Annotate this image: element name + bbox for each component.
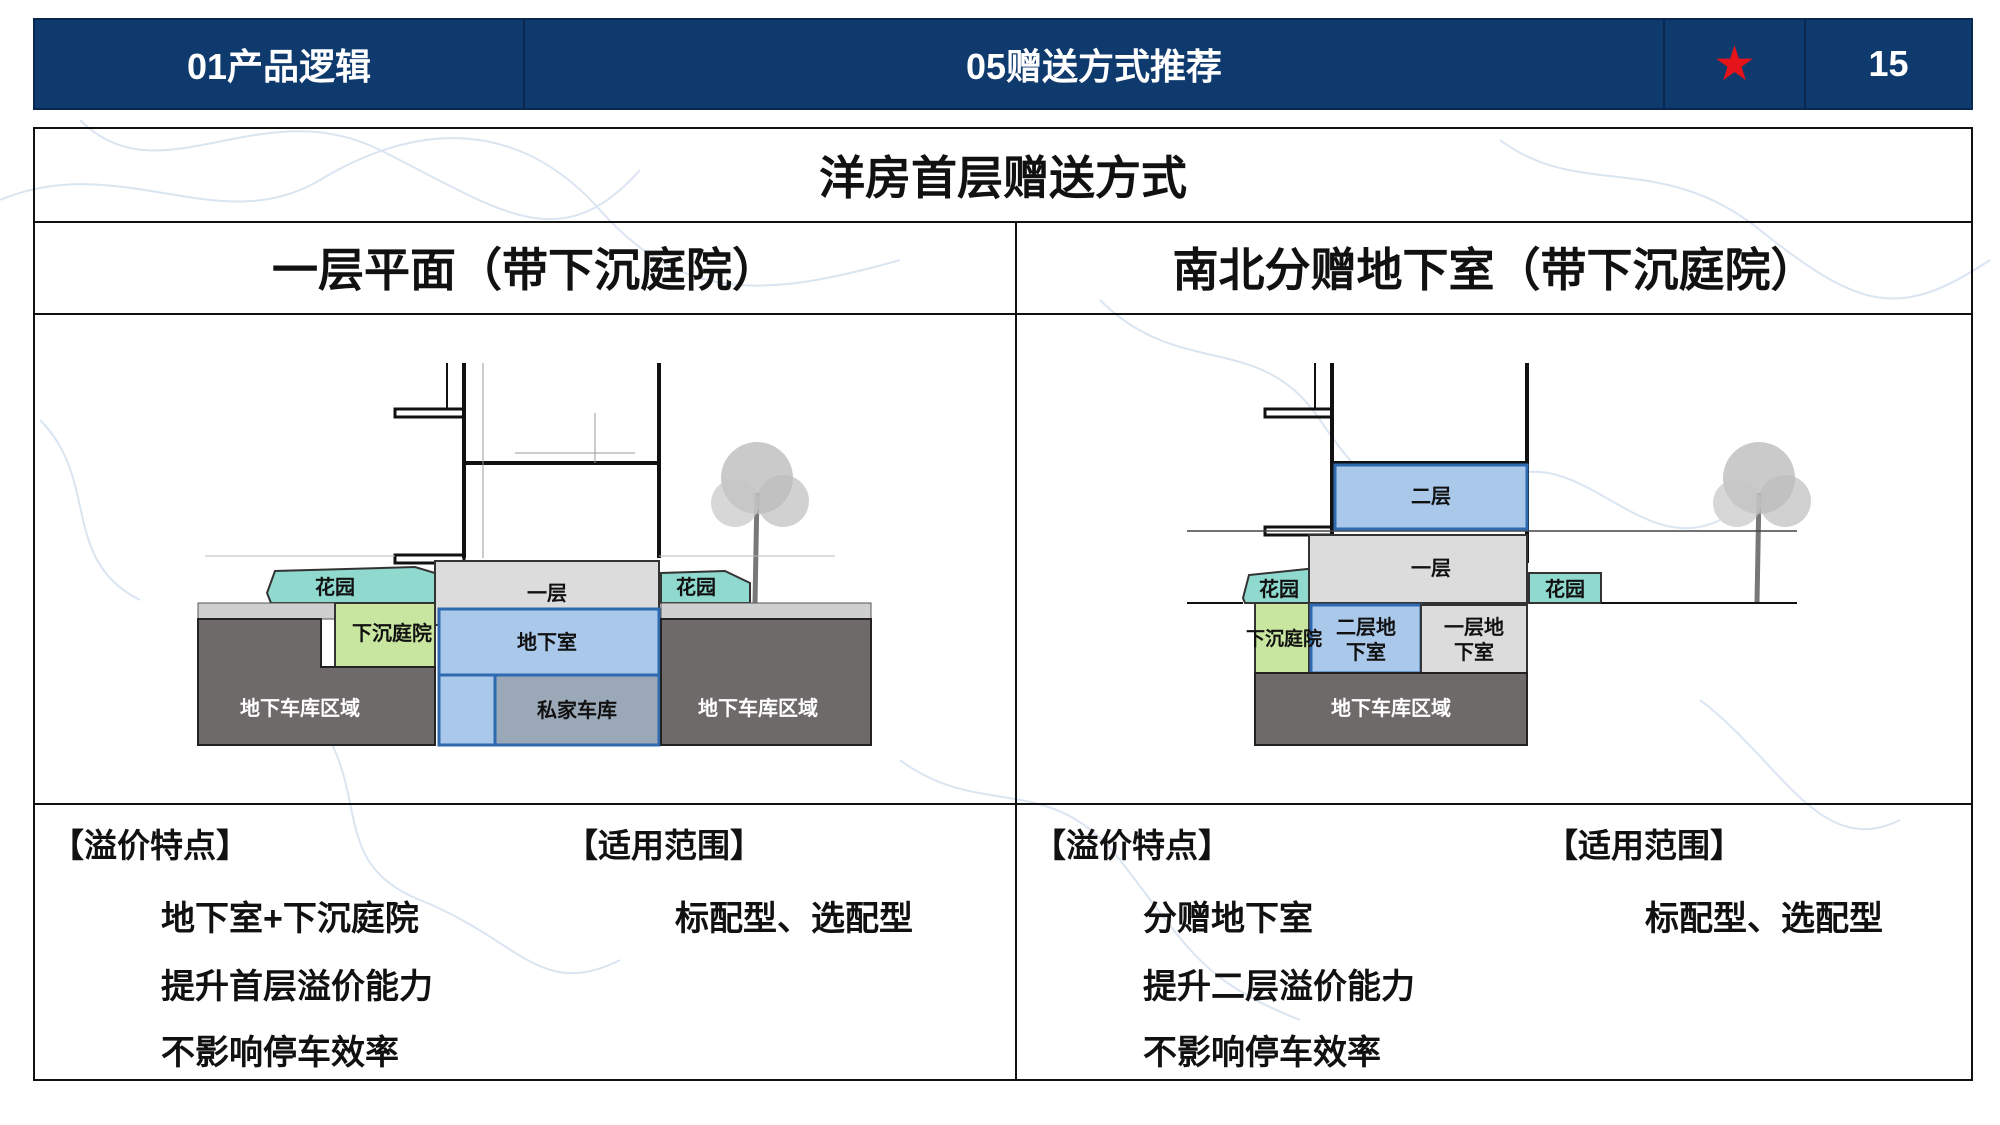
left-subtitle: 一层平面（带下沉庭院）: [272, 244, 778, 296]
divider: [35, 803, 1971, 805]
left-premium-item: 地下室+下沉庭院: [161, 900, 419, 938]
tree-icon: [711, 442, 809, 604]
header-section: 01产品逻辑: [35, 20, 525, 108]
page-number: 15: [1868, 43, 1909, 84]
left-section-diagram: 花园 花园 一层 下沉庭院 地下室 私家车库 地下车库区域 地下车库区域: [197, 363, 872, 747]
tree-icon: [1713, 442, 1811, 604]
divider: [35, 313, 1971, 315]
header-bar: 01产品逻辑 05赠送方式推荐 ★ 15: [33, 18, 1973, 110]
main-title: 洋房首层赠送方式: [819, 152, 1187, 204]
label-second-floor: 二层: [1411, 486, 1451, 508]
label-sunken-courtyard: 下沉庭院: [1246, 627, 1322, 650]
right-premium-item: 分赠地下室: [1143, 900, 1313, 938]
label-second-basement-line1: 二层地: [1336, 616, 1396, 639]
right-premium-item: 提升二层溢价能力: [1143, 968, 1415, 1006]
label-garden-left: 花园: [315, 576, 355, 599]
right-scope-heading: 【适用范围】: [1545, 827, 1743, 864]
right-premium-item: 不影响停车效率: [1143, 1034, 1381, 1072]
right-subtitle: 南北分赠地下室（带下沉庭院）: [1172, 244, 1817, 296]
content-panel: 洋房首层赠送方式 一层平面（带下沉庭院） 南北分赠地下室（带下沉庭院）: [33, 127, 1973, 1081]
label-parking: 地下车库区域: [1331, 696, 1451, 720]
left-premium-item: 提升首层溢价能力: [161, 968, 433, 1006]
label-first-basement-line1: 一层地: [1444, 616, 1504, 639]
label-first-basement-line2: 下室: [1454, 640, 1494, 664]
left-scope-text: 标配型、选配型: [675, 900, 913, 938]
label-parking-right: 地下车库区域: [698, 696, 818, 720]
label-first-floor: 一层: [1411, 558, 1451, 580]
left-premium-heading: 【溢价特点】: [51, 827, 249, 864]
right-section-diagram: 二层 一层 花园 花园 下沉庭院 二层地 下室 一层地 下室 地下车库区域: [1187, 363, 1811, 746]
label-garden-right: 花园: [1545, 578, 1585, 601]
building-frame: [1187, 363, 1797, 563]
label-sunken-courtyard: 下沉庭院: [352, 621, 432, 645]
building-frame: [205, 363, 835, 565]
header-topic: 05赠送方式推荐: [525, 20, 1665, 108]
left-premium-item: 不影响停车效率: [161, 1034, 399, 1072]
column-divider: [1015, 221, 1017, 1079]
header-star-cell: ★: [1665, 20, 1806, 108]
left-scope-heading: 【适用范围】: [565, 827, 763, 864]
label-basement: 地下室: [517, 630, 577, 654]
star-icon: ★: [1712, 38, 1757, 91]
right-premium-heading: 【溢价特点】: [1033, 827, 1231, 864]
label-garden-right: 花园: [676, 576, 716, 599]
label-first-floor: 一层: [527, 583, 567, 605]
label-second-basement-line2: 下室: [1346, 640, 1386, 664]
divider: [35, 221, 1971, 223]
right-scope-text: 标配型、选配型: [1645, 900, 1883, 938]
label-parking-left: 地下车库区域: [240, 696, 360, 720]
label-private-garage: 私家车库: [537, 698, 617, 722]
label-garden-left: 花园: [1259, 578, 1299, 601]
